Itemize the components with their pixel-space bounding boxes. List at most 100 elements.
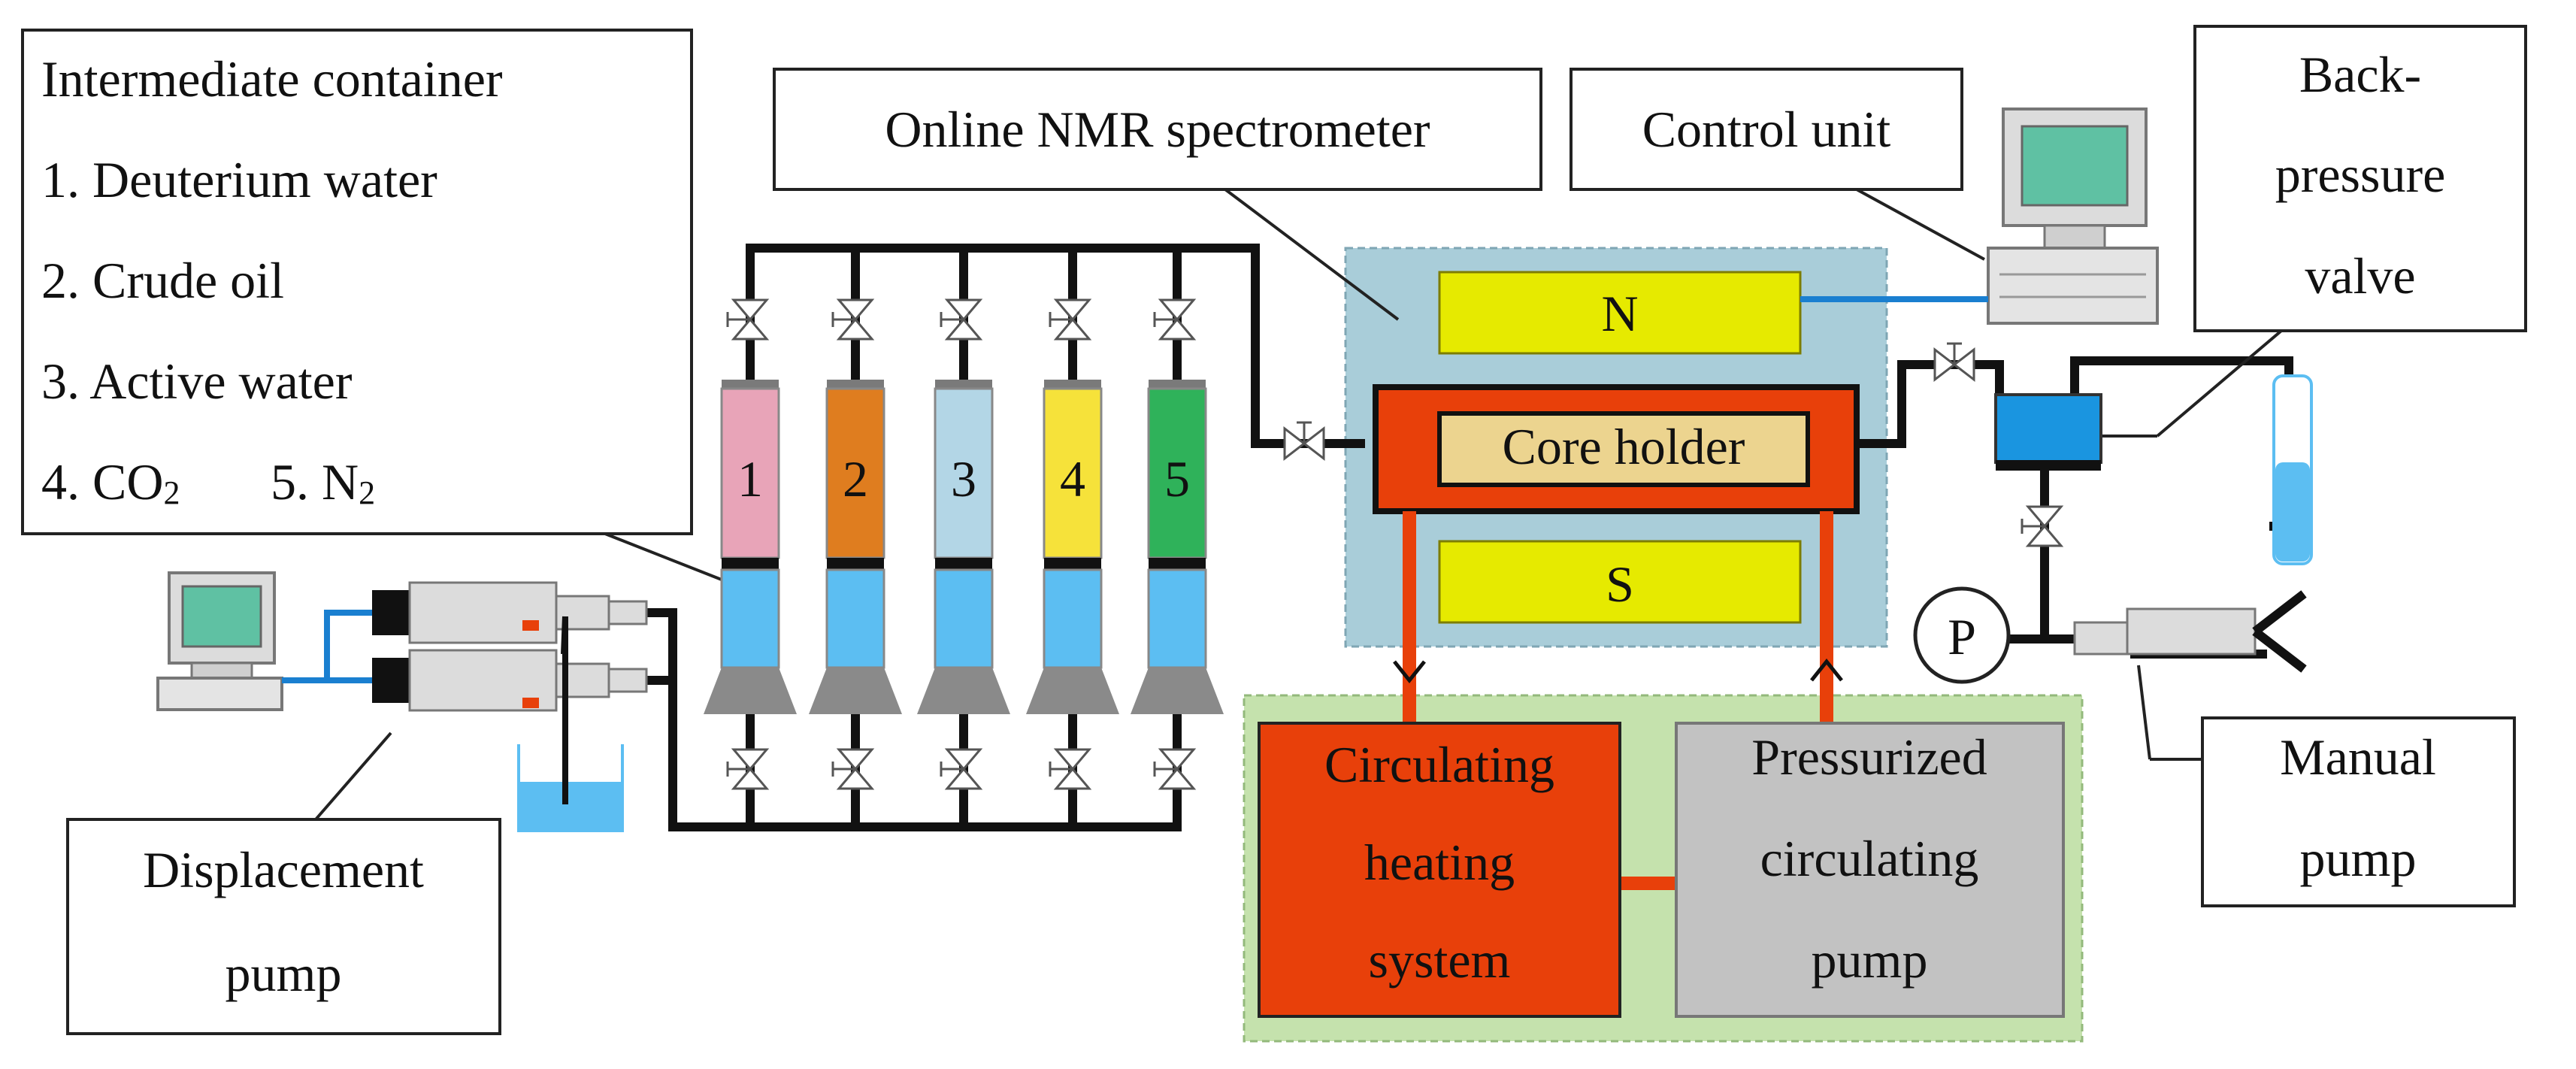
- displacement-pump-unit-1: [372, 581, 648, 644]
- pressure-gauge: P: [1913, 586, 2011, 684]
- valve-icon: [1933, 342, 1975, 383]
- legend-item-5-text: 5. N: [271, 453, 359, 510]
- displacement-leader: [314, 731, 392, 821]
- manual-pump-label-1: Manual: [2280, 728, 2436, 786]
- pressure-gauge-label: P: [1948, 608, 1976, 665]
- container-cap: [935, 380, 992, 389]
- pressurized-label-3: pump: [1812, 931, 1928, 989]
- container-base: [917, 668, 1010, 714]
- legend-item-5-sub: 2: [359, 474, 375, 511]
- water-beaker: [517, 744, 624, 832]
- circulating-heating-system: [1258, 722, 1621, 1018]
- container-number: 4: [1060, 450, 1085, 507]
- control-computer-icon: [1987, 108, 2159, 325]
- displacement-signal-lines: [282, 610, 376, 683]
- container-base: [1131, 668, 1224, 714]
- valve-icon: [831, 748, 875, 790]
- manual-pump-leader: [2137, 665, 2151, 760]
- container-piston: [935, 558, 992, 570]
- displacement-pump-label-box: Displacement pump: [66, 818, 501, 1035]
- magnet-north: [1438, 271, 1802, 355]
- heating-arrow-up: [1810, 658, 1843, 682]
- legend-title: Intermediate container: [41, 50, 503, 108]
- back-pressure-label-1: Back-: [2299, 46, 2421, 103]
- container-cap: [827, 380, 884, 389]
- legend-item-4: 4. CO2: [41, 453, 180, 511]
- magnet-south-label: S: [1606, 556, 1634, 613]
- back-pressure-leader: [2156, 329, 2283, 438]
- valve-icon: [831, 298, 875, 341]
- container-2: 2: [809, 380, 902, 714]
- container-1: 1: [704, 380, 797, 714]
- container-number: 2: [843, 450, 868, 507]
- valve-icon: [940, 748, 983, 790]
- container-cap: [722, 380, 779, 389]
- core-holder-inner: [1437, 411, 1810, 487]
- container-piston: [1044, 558, 1101, 570]
- container-3: 3: [917, 380, 1010, 714]
- nmr-leader: [1224, 188, 1400, 321]
- container-base: [704, 668, 797, 714]
- pressurized-label-2: circulating: [1760, 830, 1979, 887]
- container-piston: [827, 558, 884, 570]
- legend-item-4-text: 4. CO: [41, 453, 163, 510]
- heating-arrow-down: [1393, 660, 1426, 684]
- container-number: 5: [1164, 450, 1190, 507]
- container-water: [934, 568, 994, 669]
- back-pressure-label-box: Back- pressure valve: [2193, 25, 2527, 332]
- container-piston: [1149, 558, 1206, 570]
- displacement-pump-label-2: pump: [226, 945, 342, 1002]
- container-water: [1043, 568, 1103, 669]
- valve-icon: [1153, 748, 1197, 790]
- nmr-label-box: Online NMR spectrometer: [773, 68, 1542, 191]
- displacement-pump-unit-2: [372, 649, 648, 712]
- back-pressure-label-3: valve: [2305, 247, 2415, 304]
- heating-lines: [1403, 511, 1833, 890]
- intermediate-container-legend: Intermediate container 1. Deuterium wate…: [21, 29, 693, 535]
- pressurized-circulating-pump: [1675, 722, 2065, 1018]
- legend-item-2: 2. Crude oil: [41, 252, 284, 309]
- displacement-pump-label-1: Displacement: [143, 841, 424, 898]
- valve-icon: [1153, 298, 1197, 341]
- container-fluid: [720, 387, 780, 559]
- legend-item-5: 5. N2: [271, 453, 375, 511]
- container-cap: [1044, 380, 1101, 389]
- container-cap: [1149, 380, 1206, 389]
- container-5: 5: [1131, 380, 1224, 714]
- valve-icon: [726, 748, 770, 790]
- manual-pump-label-box: Manual pump: [2201, 716, 2516, 907]
- container-water: [1147, 568, 1207, 669]
- heating-label-2: heating: [1364, 834, 1515, 891]
- back-pressure-valve-base: [1996, 460, 2101, 471]
- back-pressure-label-2: pressure: [2275, 146, 2446, 203]
- container-base: [809, 668, 902, 714]
- heating-label-1: Circulating: [1324, 736, 1554, 793]
- manual-pump-label-2: pump: [2300, 830, 2417, 887]
- collection-tube: [2272, 374, 2313, 565]
- valve-icon: [1283, 421, 1325, 462]
- legend-item-4-sub: 2: [163, 474, 180, 511]
- magnet-south: [1438, 540, 1802, 624]
- control-unit-leader: [1856, 188, 1985, 261]
- control-unit-box: Control unit: [1570, 68, 1963, 191]
- valve-icon: [2021, 505, 2064, 547]
- displacement-computer-icon: [156, 571, 283, 711]
- heating-label-3: system: [1369, 931, 1511, 989]
- valves: [726, 298, 2064, 790]
- container-fluid: [1043, 387, 1103, 559]
- valve-icon: [726, 298, 770, 341]
- container-number: 1: [737, 450, 763, 507]
- valve-icon: [1049, 298, 1092, 341]
- magnet-north-label: N: [1601, 285, 1638, 342]
- legend-item-3: 3. Active water: [41, 353, 353, 410]
- control-unit-label: Control unit: [1642, 101, 1891, 158]
- legend-item-1: 1. Deuterium water: [41, 151, 437, 208]
- container-4: 4: [1026, 380, 1119, 714]
- valve-icon: [940, 298, 983, 341]
- legend-leader: [604, 532, 730, 584]
- container-fluid: [934, 387, 994, 559]
- container-water: [825, 568, 885, 669]
